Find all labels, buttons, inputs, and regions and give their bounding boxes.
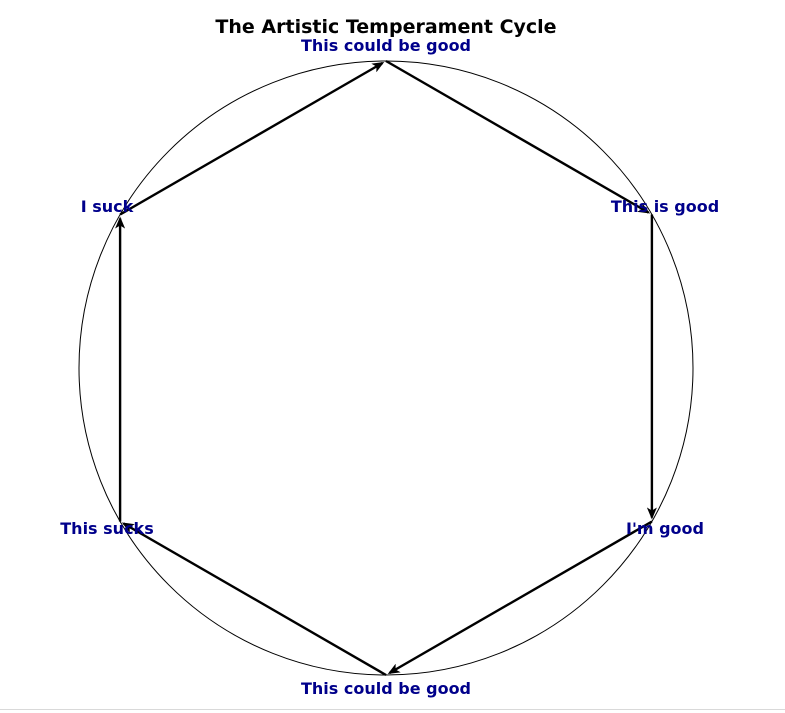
node-label-upper-left: I suck bbox=[81, 197, 134, 216]
edge-upper-left-to-top bbox=[119, 61, 385, 216]
bottom-divider bbox=[0, 709, 785, 710]
node-label-lower-right: I'm good bbox=[626, 519, 704, 538]
edge-bottom-to-lower-left bbox=[121, 522, 387, 677]
node-label-upper-right: This is good bbox=[611, 197, 719, 216]
cycle-circle bbox=[78, 60, 694, 676]
diagram-title: The Artistic Temperament Cycle bbox=[215, 16, 556, 38]
edges-layer bbox=[115, 59, 657, 677]
node-label-top: This could be good bbox=[301, 36, 471, 55]
edge-top-to-upper-right bbox=[385, 59, 651, 214]
edge-lower-right-to-bottom bbox=[387, 520, 653, 675]
labels-layer: This could be good This is good I'm good… bbox=[60, 36, 719, 698]
node-label-bottom: This could be good bbox=[301, 679, 471, 698]
node-label-lower-left: This sucks bbox=[60, 519, 153, 538]
